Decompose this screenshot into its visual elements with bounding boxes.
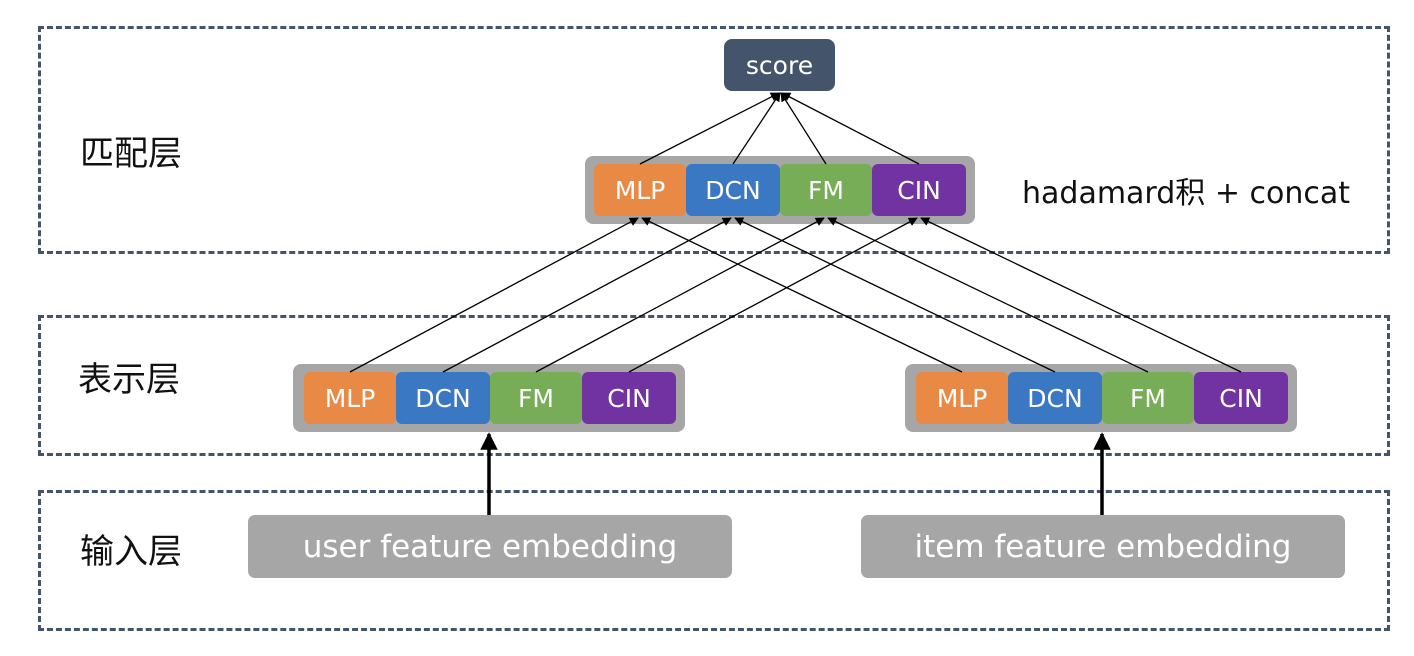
match-mlp-block: MLP bbox=[594, 164, 686, 216]
user-mlp-block: MLP bbox=[304, 372, 396, 424]
match-layer-label: 匹配层 bbox=[80, 134, 182, 174]
representation-layer-box bbox=[38, 315, 1390, 456]
arrow-user-dcn-to-match-dcn bbox=[442, 217, 732, 373]
arrow-match-fm-to-score bbox=[780, 92, 827, 165]
user-cin-block: CIN bbox=[582, 372, 676, 424]
user-feature-embedding: user feature embedding bbox=[248, 515, 732, 578]
item-feature-embedding: item feature embedding bbox=[861, 515, 1345, 578]
user-dcn-block: DCN bbox=[396, 372, 490, 424]
arrow-user-cin-to-match-cin bbox=[628, 217, 918, 373]
arrow-item-cin-to-match-cin bbox=[920, 217, 1242, 373]
arrow-user-mlp-to-match-mlp bbox=[349, 217, 639, 373]
item-dcn-block: DCN bbox=[1008, 372, 1102, 424]
input-layer-label: 输入层 bbox=[80, 532, 182, 572]
item-cin-block: CIN bbox=[1194, 372, 1288, 424]
user-fm-block: FM bbox=[490, 372, 582, 424]
match-operation-note: hadamard积 + concat bbox=[1022, 176, 1350, 211]
arrow-match-cin-to-score bbox=[781, 92, 920, 165]
input-layer-box bbox=[38, 490, 1390, 631]
arrow-match-dcn-to-score bbox=[732, 92, 781, 165]
match-fm-block: FM bbox=[780, 164, 872, 216]
score-node: score bbox=[724, 39, 835, 91]
match-dcn-block: DCN bbox=[686, 164, 780, 216]
arrow-user-fm-to-match-fm bbox=[535, 217, 825, 373]
arrow-item-dcn-to-match-dcn bbox=[734, 217, 1056, 373]
item-fm-block: FM bbox=[1102, 372, 1194, 424]
arrow-item-fm-to-match-fm bbox=[827, 217, 1149, 373]
arrow-match-mlp-to-score bbox=[639, 92, 780, 165]
item-mlp-block: MLP bbox=[916, 372, 1008, 424]
match-cin-block: CIN bbox=[872, 164, 966, 216]
representation-layer-label: 表示层 bbox=[78, 360, 180, 400]
arrow-item-mlp-to-match-mlp bbox=[641, 217, 963, 373]
